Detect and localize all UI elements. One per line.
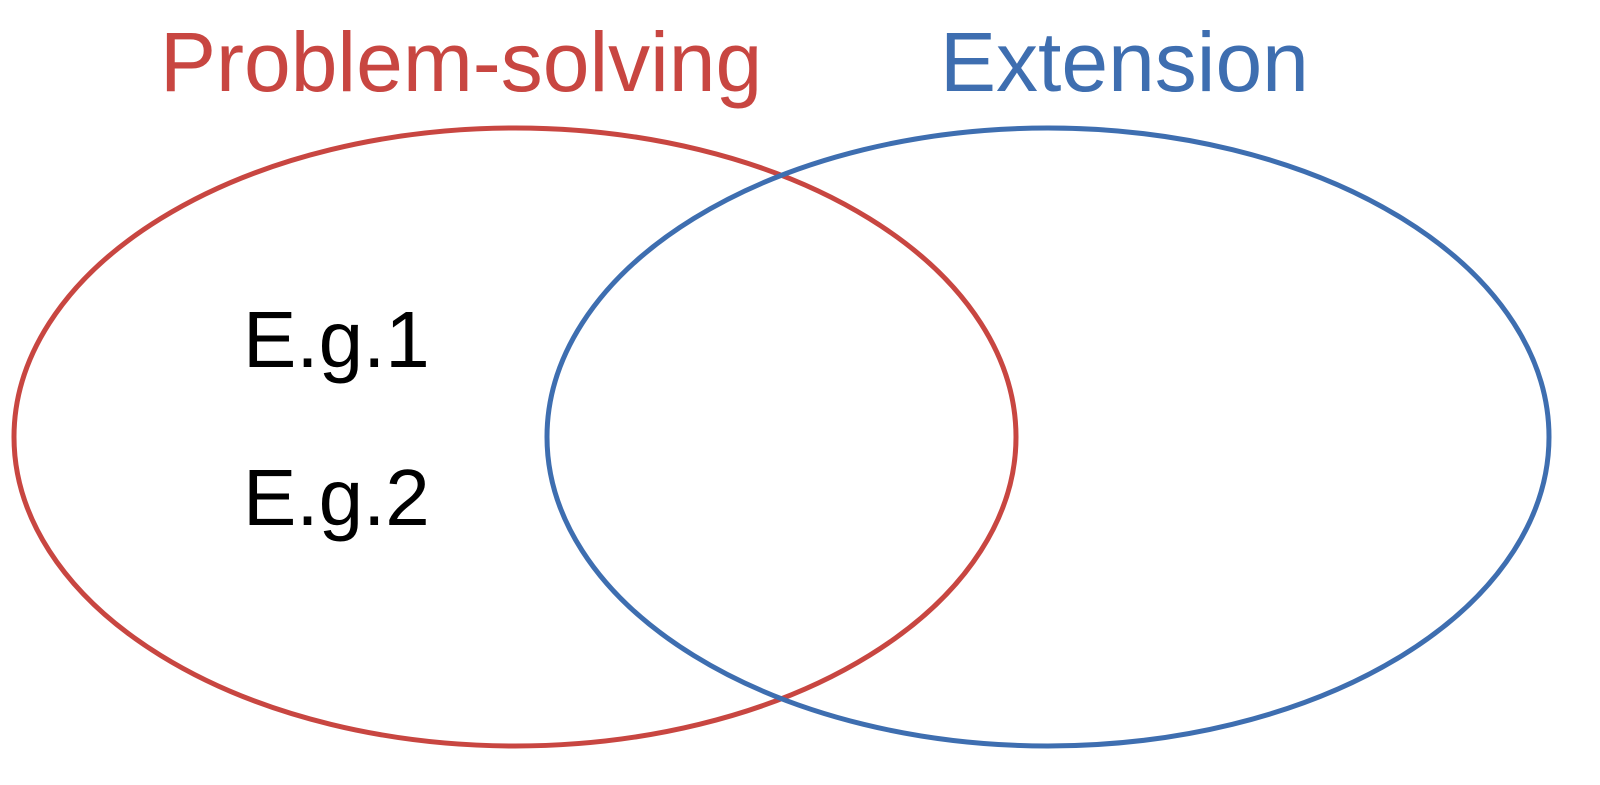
problem-solving-circle (11, 125, 1019, 749)
extension-circle (544, 125, 1552, 749)
example-1-label: E.g.1 (243, 295, 430, 384)
problem-solving-label: Problem-solving (160, 15, 763, 109)
extension-label: Extension (940, 15, 1309, 109)
example-2-label: E.g.2 (243, 453, 430, 542)
